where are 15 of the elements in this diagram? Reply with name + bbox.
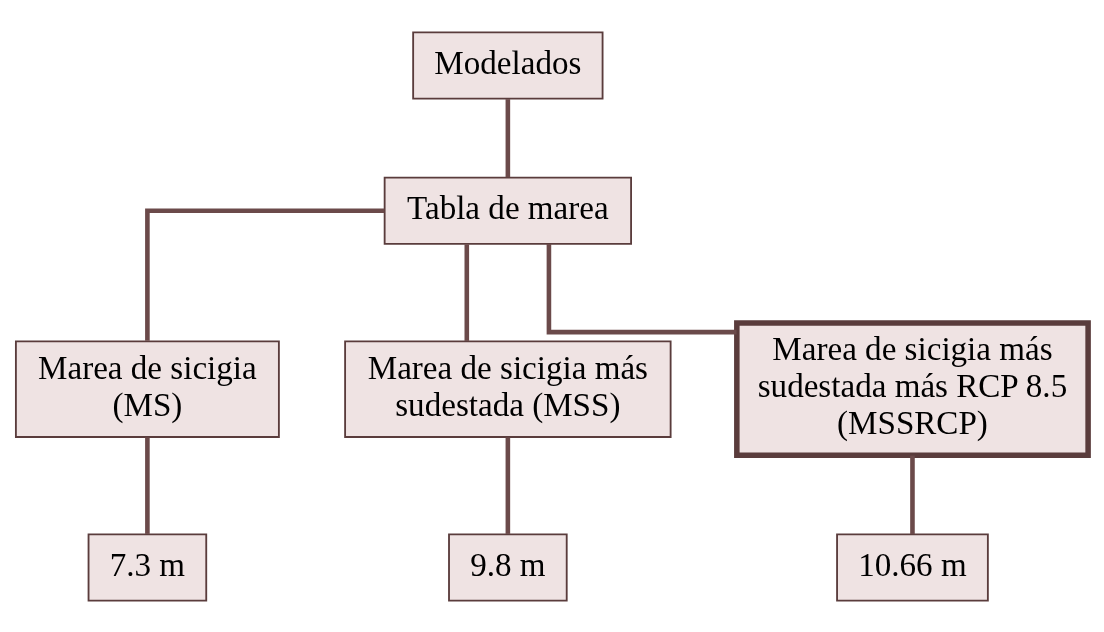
node-box: 10.66 m (836, 533, 989, 602)
node-box: Marea de sicigia (MS) (15, 339, 280, 438)
node-box: Marea de sicigia más sudestada (MSS) (344, 339, 672, 438)
connector (145, 436, 150, 534)
connector (910, 455, 915, 534)
node-box: Modelados (412, 30, 604, 99)
connector (505, 98, 511, 177)
node-box: Tabla de marea (383, 176, 632, 245)
connector (464, 243, 470, 341)
connector (145, 207, 385, 341)
connector (546, 243, 737, 334)
node-box: 7.3 m (87, 533, 208, 602)
node-box: Marea de sicigia más sudestada más RCP 8.5 (MSSRCP) (734, 319, 1091, 458)
connector (505, 436, 511, 534)
node-box: 9.8 m (448, 533, 568, 602)
